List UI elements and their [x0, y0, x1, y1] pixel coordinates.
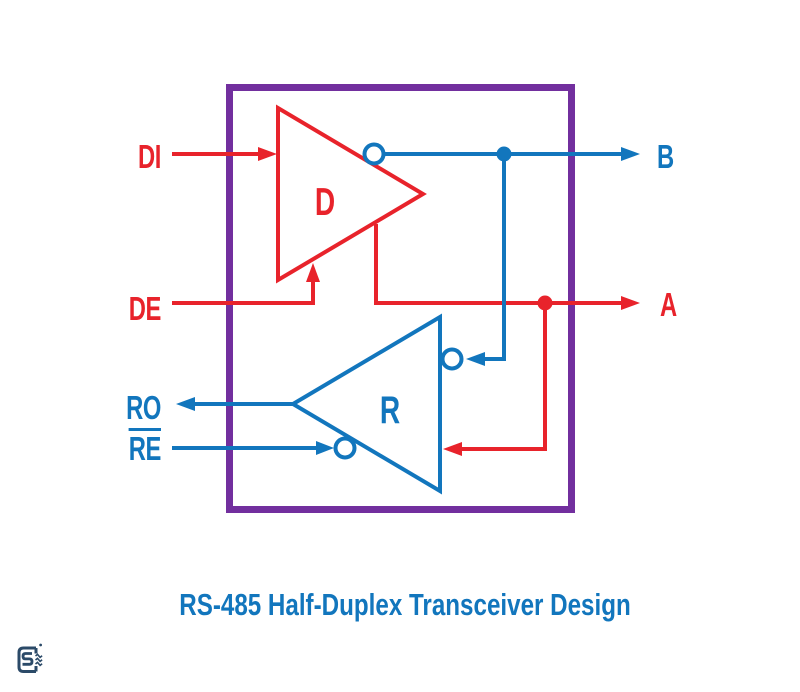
pin-label-re-text: RE — [128, 428, 161, 467]
pin-label-re-inverted: RE — [117, 428, 161, 465]
driver-output-bubble — [362, 142, 386, 166]
receiver-input-bubble — [440, 347, 464, 371]
junction-dot-b — [496, 146, 512, 162]
arrow-a — [621, 296, 640, 310]
arrow-re — [316, 441, 334, 455]
arrow-di — [258, 147, 277, 161]
cs-logo-icon — [17, 643, 43, 673]
receiver-enable-bubble — [333, 436, 357, 460]
pin-label-b: B — [657, 138, 674, 175]
logo-trademark-dot — [39, 643, 42, 647]
ic-boundary-box — [226, 84, 575, 513]
receiver-letter: R — [379, 389, 401, 432]
pin-label-di: DI — [137, 138, 161, 175]
arrow-a-to-receiver — [443, 442, 462, 456]
wire-de — [172, 281, 315, 305]
arrow-ro — [176, 397, 195, 411]
junction-dot-a — [537, 295, 553, 311]
wire-a-to-receiver — [461, 303, 547, 451]
wire-b-to-receiver — [484, 154, 506, 361]
arrow-b-to-receiver — [466, 352, 485, 366]
driver-letter: D — [314, 181, 336, 224]
pin-label-ro: RO — [126, 389, 161, 426]
pin-label-a: A — [660, 286, 677, 323]
receiver-triangle — [289, 313, 442, 495]
arrow-b — [621, 147, 640, 161]
driver-triangle — [276, 104, 427, 284]
pin-label-de: DE — [128, 290, 162, 327]
wire-a — [374, 224, 621, 305]
diagram-title: RS-485 Half-Duplex Transceiver Design — [179, 587, 631, 622]
arrow-de — [306, 263, 320, 282]
